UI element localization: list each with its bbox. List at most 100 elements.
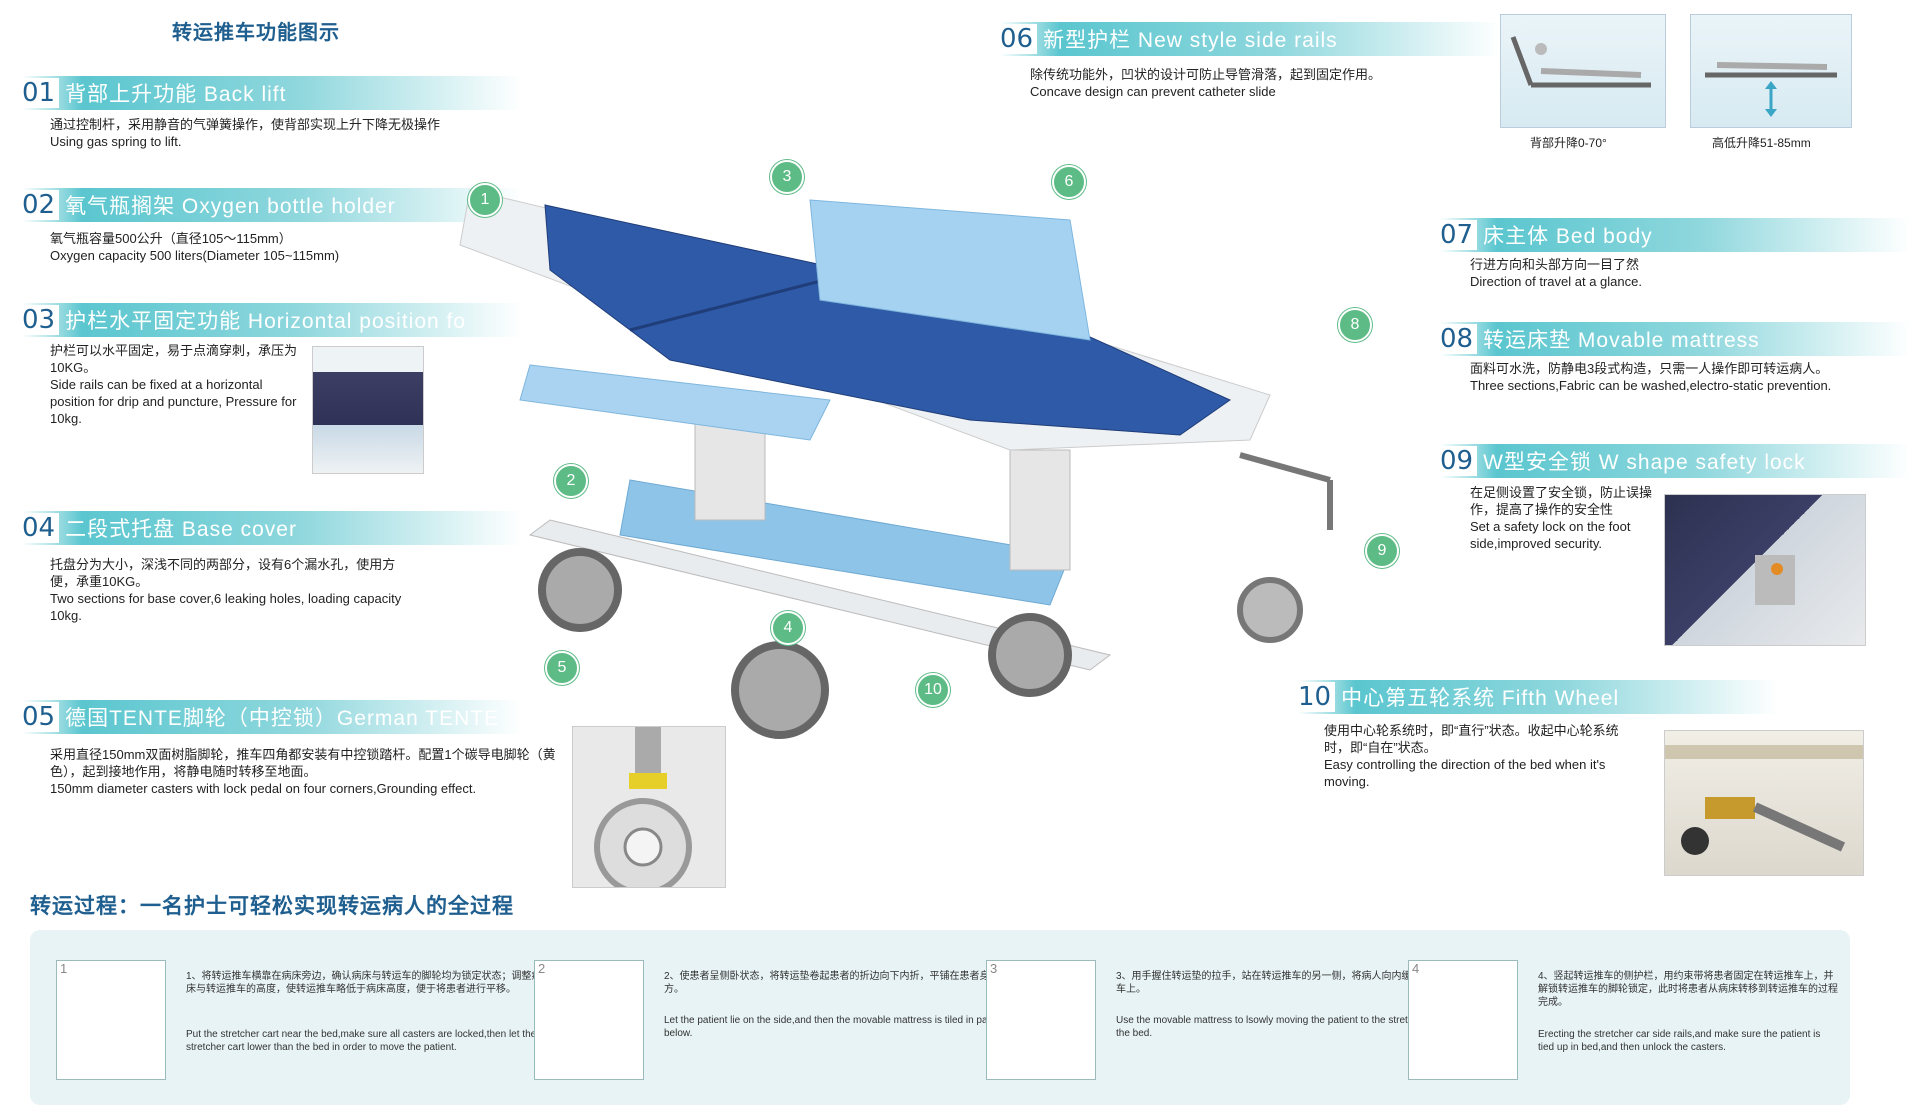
feature-title: W型安全锁 W shape safety lock	[1483, 451, 1806, 474]
callout-6: 6	[1052, 165, 1086, 199]
feature-title: 中心第五轮系统 Fifth Wheel	[1341, 687, 1620, 710]
feature-desc-cn: 通过控制杆，采用静音的气弹簧操作，使背部实现上升下降无极操作	[50, 117, 441, 132]
feature-title: 氧气瓶搁架 Oxygen bottle holder	[65, 195, 396, 218]
feature-desc-cn: 使用中心轮系统时，即“直行”状态。收起中心轮系统时，即“自在”状态。	[1324, 723, 1619, 755]
feature-04-desc: 托盘分为大小，深浅不同的两部分，设有6个漏水孔，使用方便，承重10KG。 Two…	[50, 556, 410, 624]
feature-desc-en: Using gas spring to lift.	[50, 134, 182, 149]
feature-desc-cn: 采用直径150mm双面树脂脚轮，推车四角都安装有中控锁踏杆。配置1个碳导电脚轮（…	[50, 747, 556, 779]
callout-4: 4	[771, 611, 805, 645]
feature-desc-cn: 除传统功能外，凹状的设计可防止导管滑落，起到固定作用。	[1030, 67, 1382, 82]
back-lift-icon	[1510, 36, 1651, 88]
step-desc-cn: 2、使患者呈侧卧状态，将转运垫卷起患者的折边向下内折，平铺在患者身边下方。	[664, 971, 1010, 995]
height-diagram	[1690, 14, 1852, 128]
step-desc-en: Put the stretcher cart near the bed,make…	[186, 1029, 537, 1053]
feature-title: 转运床垫 Movable mattress	[1483, 329, 1760, 352]
height-caption: 高低升降51-85mm	[1712, 136, 1811, 150]
feature-09-desc: 在足侧设置了安全锁，防止误操作，提高了操作的安全性 Set a safety l…	[1470, 484, 1660, 552]
step-desc-cn: 1、将转运推车横靠在病床旁边，确认病床与转运车的脚轮均为锁定状态；调整病床与转运…	[186, 971, 542, 995]
process-panel	[30, 930, 1850, 1105]
feature-number: 07	[1440, 220, 1478, 250]
feature-title: 背部上升功能 Back lift	[65, 83, 287, 106]
feature-02-desc: 氧气瓶容量500公升（直径105～115mm） Oxygen capacity …	[50, 230, 470, 264]
step-number: 3	[990, 961, 998, 976]
feature-10-header: 10 中心第五轮系统 Fifth Wheel	[1298, 680, 1778, 714]
callout-2: 2	[554, 464, 588, 498]
callout-8: 8	[1338, 308, 1372, 342]
feature-number: 02	[22, 190, 60, 220]
step-desc-en: Let the patient lie on the side,and then…	[664, 1015, 1012, 1039]
feature-04-header: 04 二段式托盘 Base cover	[22, 511, 522, 545]
feature-03-header: 03 护栏水平固定功能 Horizontal position fo	[22, 303, 522, 337]
callout-9: 9	[1365, 534, 1399, 568]
callout-3: 3	[770, 160, 804, 194]
feature-desc-en: Side rails can be fixed at a horizontal …	[50, 377, 297, 426]
feature-desc-cn: 氧气瓶容量500公升（直径105～115mm）	[50, 231, 292, 246]
step-illustration: 3	[986, 960, 1096, 1080]
step-number: 4	[1412, 961, 1420, 976]
feature-number: 01	[22, 78, 60, 108]
safety-lock-icon	[1755, 555, 1795, 605]
feature-number: 04	[22, 513, 60, 543]
feature-07-desc: 行进方向和头部方向一目了然 Direction of travel at a g…	[1470, 256, 1900, 290]
step-illustration: 1	[56, 960, 166, 1080]
feature-02-header: 02 氧气瓶搁架 Oxygen bottle holder	[22, 188, 522, 222]
side-rail-photo	[312, 346, 424, 474]
step-desc-cn: 3、用手握住转运垫的拉手，站在转运推车的另一侧，将病人向内缓缓移到转运推车上。	[1116, 971, 1472, 995]
caster-icon	[594, 727, 692, 887]
feature-desc-cn: 在足侧设置了安全锁，防止误操作，提高了操作的安全性	[1470, 485, 1653, 517]
caster-photo	[572, 726, 726, 888]
callout-5: 5	[545, 651, 579, 685]
process-title: 转运过程：一名护士可轻松实现转运病人的全过程	[30, 895, 514, 918]
feature-desc-en: Direction of travel at a glance.	[1470, 274, 1642, 289]
feature-desc-en: Concave design can prevent catheter slid…	[1030, 84, 1276, 99]
page-title: 转运推车功能图示	[172, 22, 340, 44]
safety-lock-photo	[1664, 494, 1866, 646]
feature-08-desc: 面料可水洗，防静电3段式构造，只需一人操作即可转运病人。 Three secti…	[1470, 360, 1910, 394]
feature-desc-en: Two sections for base cover,6 leaking ho…	[50, 591, 402, 623]
fifth-wheel-photo	[1664, 730, 1864, 876]
feature-03-desc: 护栏可以水平固定，易于点滴穿刺，承压为10KG。 Side rails can …	[50, 342, 305, 427]
step-illustration: 4	[1408, 960, 1518, 1080]
feature-07-header: 07 床主体 Bed body	[1440, 218, 1910, 252]
feature-08-header: 08 转运床垫 Movable mattress	[1440, 322, 1910, 356]
feature-number: 10	[1298, 682, 1336, 712]
feature-desc-en: 150mm diameter casters with lock pedal o…	[50, 781, 477, 796]
feature-number: 03	[22, 305, 60, 335]
feature-desc-cn: 护栏可以水平固定，易于点滴穿刺，承压为10KG。	[50, 343, 298, 375]
feature-05-desc: 采用直径150mm双面树脂脚轮，推车四角都安装有中控锁踏杆。配置1个碳导电脚轮（…	[50, 746, 560, 797]
feature-desc-cn: 托盘分为大小，深浅不同的两部分，设有6个漏水孔，使用方便，承重10KG。	[50, 557, 396, 589]
feature-10-desc: 使用中心轮系统时，即“直行”状态。收起中心轮系统时，即“自在”状态。 Easy …	[1324, 722, 1634, 790]
feature-title: 二段式托盘 Base cover	[65, 518, 297, 541]
feature-desc-en: Oxygen capacity 500 liters(Diameter 105~…	[50, 248, 340, 263]
feature-title: 德国TENTE脚轮（中控锁）German TENTE	[65, 707, 500, 730]
feature-06-header: 06 新型护栏 New style side rails	[1000, 22, 1500, 56]
feature-desc-cn: 行进方向和头部方向一目了然	[1470, 257, 1640, 272]
step-desc-en: Use the movable mattress to lsowly movin…	[1116, 1015, 1470, 1039]
feature-05-header: 05 德国TENTE脚轮（中控锁）German TENTE	[22, 700, 522, 734]
back-lift-caption: 背部升降0-70°	[1530, 136, 1607, 150]
feature-06-desc: 除传统功能外，凹状的设计可防止导管滑落，起到固定作用。 Concave desi…	[1030, 66, 1470, 100]
feature-number: 05	[22, 702, 60, 732]
step-number: 2	[538, 961, 546, 976]
feature-desc-cn: 面料可水洗，防静电3段式构造，只需一人操作即可转运病人。	[1470, 361, 1829, 376]
back-lift-diagram	[1500, 14, 1666, 128]
feature-title: 护栏水平固定功能 Horizontal position fo	[65, 310, 467, 333]
step-number: 1	[60, 961, 68, 976]
fifth-wheel-icon	[1665, 745, 1863, 855]
feature-title: 新型护栏 New style side rails	[1043, 29, 1338, 52]
callout-1: 1	[468, 183, 502, 217]
feature-number: 08	[1440, 324, 1478, 354]
height-adjust-icon	[1705, 62, 1837, 117]
feature-number: 06	[1000, 24, 1038, 54]
step-desc-en: Erecting the stretcher car side rails,an…	[1538, 1029, 1821, 1053]
feature-01-header: 01 背部上升功能 Back lift	[22, 76, 522, 110]
feature-number: 09	[1440, 446, 1478, 476]
step-illustration: 2	[534, 960, 644, 1080]
step-desc-cn: 4、竖起转运推车的侧护栏，用约束带将患者固定在转运推车上，并解锁转运推车的脚轮锁…	[1538, 971, 1838, 1008]
feature-01-desc: 通过控制杆，采用静音的气弹簧操作，使背部实现上升下降无极操作 Using gas…	[50, 116, 520, 150]
feature-desc-en: Three sections,Fabric can be washed,elec…	[1470, 378, 1832, 393]
feature-09-header: 09 W型安全锁 W shape safety lock	[1440, 444, 1910, 478]
feature-desc-en: Set a safety lock on the foot side,impro…	[1470, 519, 1631, 551]
callout-10: 10	[916, 673, 950, 707]
feature-title: 床主体 Bed body	[1483, 225, 1653, 248]
